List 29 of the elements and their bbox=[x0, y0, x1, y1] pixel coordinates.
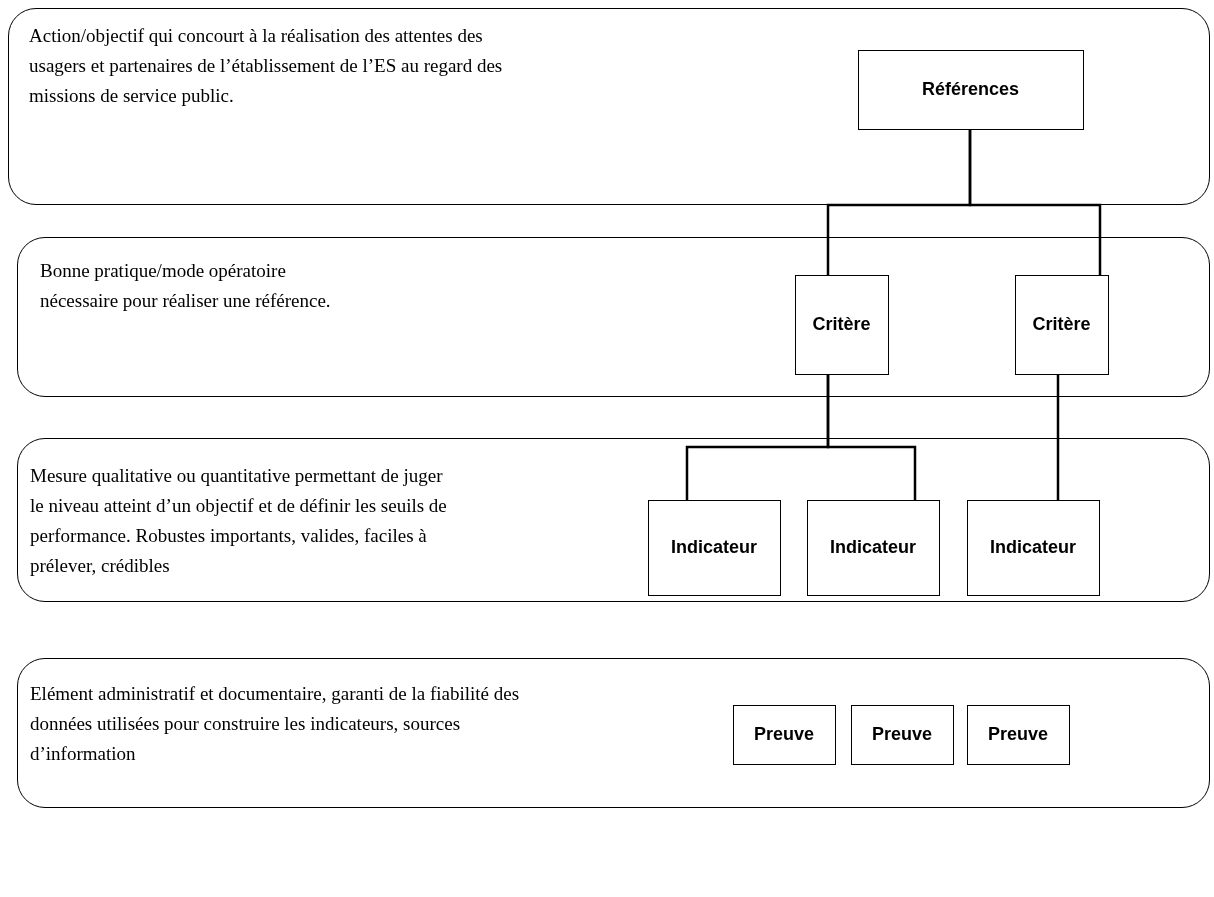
box-label: Indicateur bbox=[671, 537, 757, 558]
level-box bbox=[647, 499, 781, 596]
level-box bbox=[1014, 274, 1109, 375]
level-band bbox=[17, 438, 1210, 602]
level-band bbox=[17, 237, 1210, 397]
box-label: Critère bbox=[1032, 314, 1091, 335]
level-band bbox=[17, 658, 1210, 808]
connector-line bbox=[968, 130, 1102, 275]
box-label: Indicateur bbox=[990, 537, 1076, 558]
description-text: Action/objectif qui concourt à la réalisation des attentes des usagers et partenaires de l’établissement de l’ES au regard des missions de service public. bbox=[29, 24, 504, 108]
box-label: Preuve bbox=[871, 724, 932, 745]
description-text: Elément administratif et documentaire, garanti de la fiabilité des données utilisées pour construire les indicateurs, sources d’information bbox=[30, 682, 520, 766]
box-label: Références bbox=[921, 79, 1020, 100]
box-label: Critère bbox=[812, 314, 871, 335]
level-box bbox=[806, 499, 940, 596]
level-box bbox=[732, 704, 836, 765]
description-text: Mesure qualitative ou quantitative permettant de juger le niveau atteint d’un objectif et de définir les seuils de performance. Robustes importants, valides, faciles à prélever, crédibles bbox=[30, 464, 448, 578]
box-label: Indicateur bbox=[830, 537, 916, 558]
level-box bbox=[794, 274, 889, 375]
level-box bbox=[857, 49, 1084, 130]
connector-line bbox=[826, 375, 917, 500]
description-text: Bonne pratique/mode opératoire nécessaire pour réaliser une référence. bbox=[40, 259, 332, 313]
box-label: Preuve bbox=[753, 724, 814, 745]
level-box bbox=[966, 499, 1100, 596]
level-box bbox=[850, 704, 954, 765]
connector-line bbox=[1056, 375, 1060, 500]
level-box bbox=[966, 704, 1070, 765]
level-band bbox=[8, 8, 1210, 205]
box-label: Preuve bbox=[987, 724, 1048, 745]
